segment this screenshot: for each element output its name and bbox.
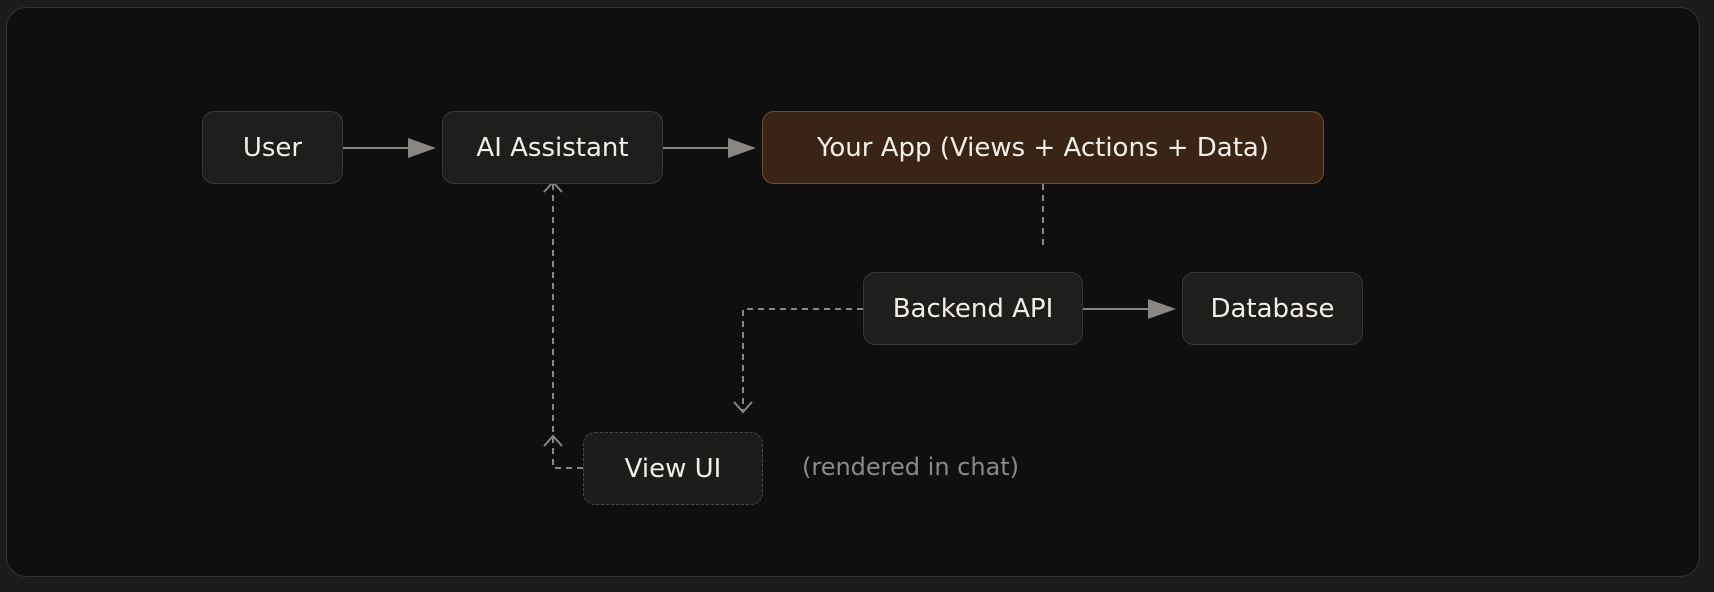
node-user-label: User xyxy=(242,132,303,163)
edge-viewui-to-assistant xyxy=(543,180,583,469)
node-database: Database xyxy=(1182,272,1363,345)
node-view-ui: View UI xyxy=(583,432,763,505)
edge-backend-to-database xyxy=(1083,299,1176,319)
node-user: User xyxy=(202,111,343,184)
diagram-frame xyxy=(6,7,1700,577)
node-ai-assistant: AI Assistant xyxy=(442,111,663,184)
rendered-in-chat-note: (rendered in chat) xyxy=(802,453,1020,481)
node-database-label: Database xyxy=(1210,293,1335,324)
node-your-app: Your App (Views + Actions + Data) xyxy=(762,111,1324,184)
edge-user-to-assistant xyxy=(343,138,436,158)
node-your-app-label: Your App (Views + Actions + Data) xyxy=(816,132,1270,163)
edge-backend-to-viewui xyxy=(733,308,863,414)
node-backend-api: Backend API xyxy=(863,272,1083,345)
node-ai-assistant-label: AI Assistant xyxy=(476,132,629,163)
node-view-ui-label: View UI xyxy=(624,453,722,484)
edge-assistant-to-app xyxy=(663,138,756,158)
node-backend-api-label: Backend API xyxy=(892,293,1054,324)
